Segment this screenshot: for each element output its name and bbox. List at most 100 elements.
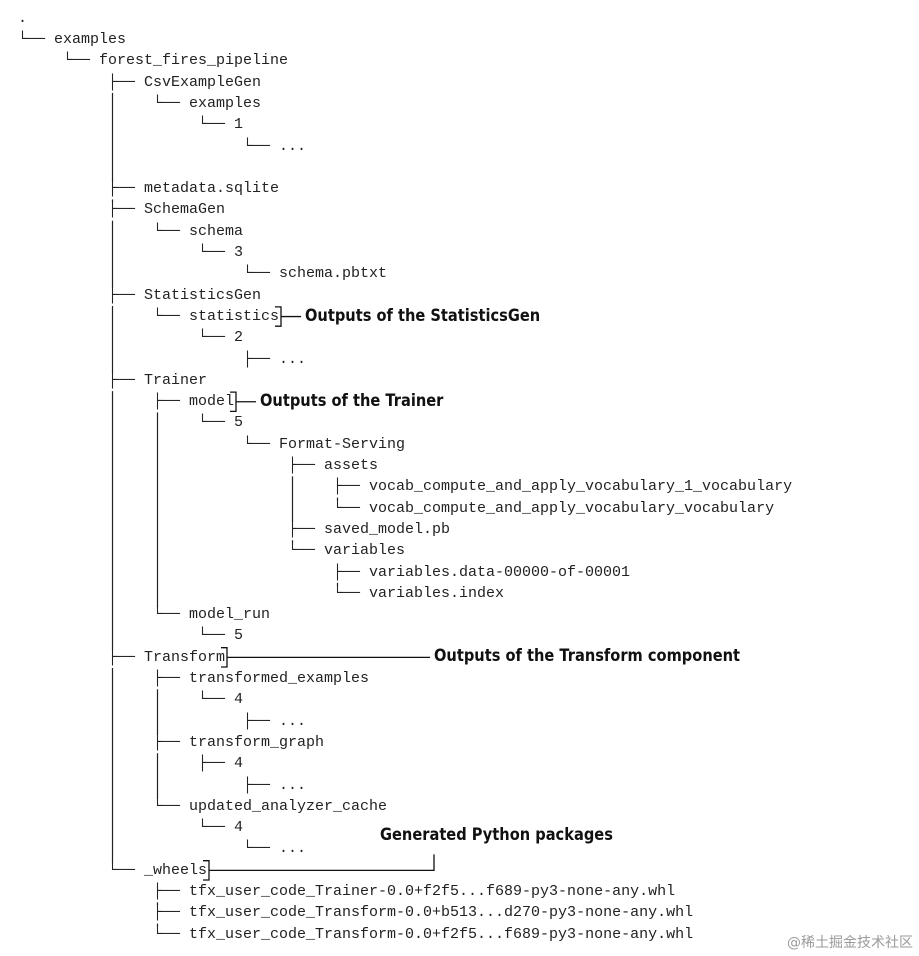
tree-connector: ├──	[108, 201, 145, 219]
tree-connector: └──	[153, 307, 190, 325]
tree-connector: └──	[198, 116, 235, 134]
tree-node: ├── ...	[0, 775, 919, 796]
callout-wheels: Generated Python packages	[380, 824, 613, 845]
tree-connector: └──	[243, 840, 280, 858]
tree-node: ├── SchemaGen	[0, 199, 919, 220]
tree-connector: └──	[198, 414, 235, 432]
tree-node: ├── StatisticsGen	[0, 285, 919, 306]
tree-node-label: tfx_user_code_Transform-0.0+f2f5...f689-…	[189, 925, 694, 943]
tree-connector: └──	[18, 31, 55, 48]
tree-connector: ├──	[243, 712, 280, 730]
tree-connector: └──	[153, 925, 190, 943]
tree-connector: ├──	[243, 776, 280, 794]
tree-node-label: vocab_compute_and_apply_vocabulary_vocab…	[369, 499, 775, 517]
tree-node-label: saved_model.pb	[324, 520, 451, 538]
tree-node: └── examples	[0, 29, 919, 50]
tree-node-label: examples	[189, 94, 262, 112]
tree-node-label: Format-Serving	[279, 435, 406, 453]
tree-connector: ├──	[288, 457, 325, 474]
tree-node-label: Transform	[144, 648, 226, 666]
tree-node-label: _wheels	[144, 861, 208, 879]
tree-node: ├── variables.data-00000-of-00001	[0, 562, 919, 583]
tree-node-label: transform_graph	[189, 733, 325, 751]
watermark: @稀土掘金技术社区	[787, 935, 913, 951]
tree-connector: └──	[333, 499, 370, 517]
tree-connector: └──	[198, 244, 235, 261]
tree-connector: └──	[153, 94, 190, 112]
tree-node: └── _wheels	[0, 860, 919, 881]
tree-node: └── vocab_compute_and_apply_vocabulary_v…	[0, 498, 919, 519]
tree-node-label: 4	[234, 819, 244, 837]
tree-node-label: 1	[234, 116, 244, 134]
tree-connector: └──	[243, 137, 280, 155]
tree-node: └── variables	[0, 540, 919, 561]
tree-connector: └──	[198, 627, 235, 645]
tree-node: ├── vocab_compute_and_apply_vocabulary_1…	[0, 476, 919, 497]
tree-node-label: vocab_compute_and_apply_vocabulary_1_voc…	[369, 478, 793, 496]
tree-connector: └──	[153, 797, 190, 815]
tree-node: └── variables.index	[0, 583, 919, 604]
tree-node: └── Format-Serving	[0, 434, 919, 455]
tree-node: └── ...	[0, 136, 919, 157]
tree-node-label: schema	[189, 222, 244, 240]
tree-node-label: forest_fires_pipeline	[99, 52, 289, 70]
tree-node-label: transformed_examples	[189, 670, 370, 687]
tree-node: ├── 4	[0, 753, 919, 774]
tree-node-label: tfx_user_code_Trainer-0.0+f2f5...f689-py…	[189, 883, 676, 900]
tree-node-label: CsvExampleGen	[144, 73, 262, 91]
tree-node: └── 1	[0, 114, 919, 135]
tree-node-label: variables.index	[369, 584, 505, 602]
tree-node-label: examples	[54, 31, 127, 48]
callout-trainer: Outputs of the Trainer	[260, 390, 444, 411]
tree-connector: ├──	[288, 520, 325, 538]
tree-node: ├── tfx_user_code_Trainer-0.0+f2f5...f68…	[0, 881, 919, 902]
tree-node: ├── Transform	[0, 647, 919, 668]
tree-node: ├── CsvExampleGen	[0, 72, 919, 93]
tree-connector: ├──	[153, 733, 190, 751]
tree-connector: ├──	[108, 648, 145, 666]
tree-node: └── examples	[0, 93, 919, 114]
tree-node-label: model_run	[189, 606, 271, 624]
tree-node-label: model	[189, 393, 235, 411]
tree-connector: ├──	[153, 883, 190, 900]
tree-node-label: StatisticsGen	[144, 286, 262, 304]
tree-node: └── ...	[0, 838, 919, 859]
tree-connector: └──	[198, 691, 235, 709]
tree-node: ├── tfx_user_code_Transform-0.0+b513...d…	[0, 902, 919, 923]
tree-connector: └──	[198, 819, 235, 837]
tree-node-label: 5	[234, 627, 244, 645]
tree-node-label: ...	[279, 350, 307, 368]
tree-node: ├── assets	[0, 455, 919, 476]
tree-connector: ├──	[153, 904, 190, 922]
tree-connector: ├──	[333, 478, 370, 496]
tree-node: ├── ...	[0, 349, 919, 370]
tree-connector: ├──	[153, 670, 190, 687]
tree-node-label: SchemaGen	[144, 201, 226, 219]
tree-node: └── 5	[0, 412, 919, 433]
tree-node: ├── metadata.sqlite	[0, 178, 919, 199]
tree-connector: └──	[243, 435, 280, 453]
tree-connector: ├──	[243, 350, 280, 368]
tree-node-label: metadata.sqlite	[144, 180, 280, 198]
tree-connector: └──	[333, 584, 370, 602]
callout-statisticsgen: Outputs of the StatisticsGen	[305, 305, 541, 326]
tree-root: .	[0, 8, 919, 29]
tree-node-label: updated_analyzer_cache	[189, 797, 388, 815]
tree-node-label: 5	[234, 414, 244, 432]
tree-node: └── forest_fires_pipeline	[0, 50, 919, 71]
tree-node-label: 4	[234, 755, 244, 773]
tree-node: └── 3	[0, 242, 919, 263]
tree-connector: ├──	[108, 73, 145, 91]
tree-node-label: ...	[279, 840, 307, 858]
tree-node: └── schema.pbtxt	[0, 263, 919, 284]
tree-connector: └──	[108, 861, 145, 879]
tree-node-label: ...	[279, 137, 307, 155]
tree-node: ├── saved_model.pb	[0, 519, 919, 540]
tree-node: └── 5	[0, 625, 919, 646]
tree-node: ├── Trainer	[0, 370, 919, 391]
tree-node: └── 4	[0, 817, 919, 838]
tree-node-label: schema.pbtxt	[279, 265, 388, 283]
tree-node: └── 4	[0, 689, 919, 710]
tree-node-label: ...	[279, 776, 307, 794]
